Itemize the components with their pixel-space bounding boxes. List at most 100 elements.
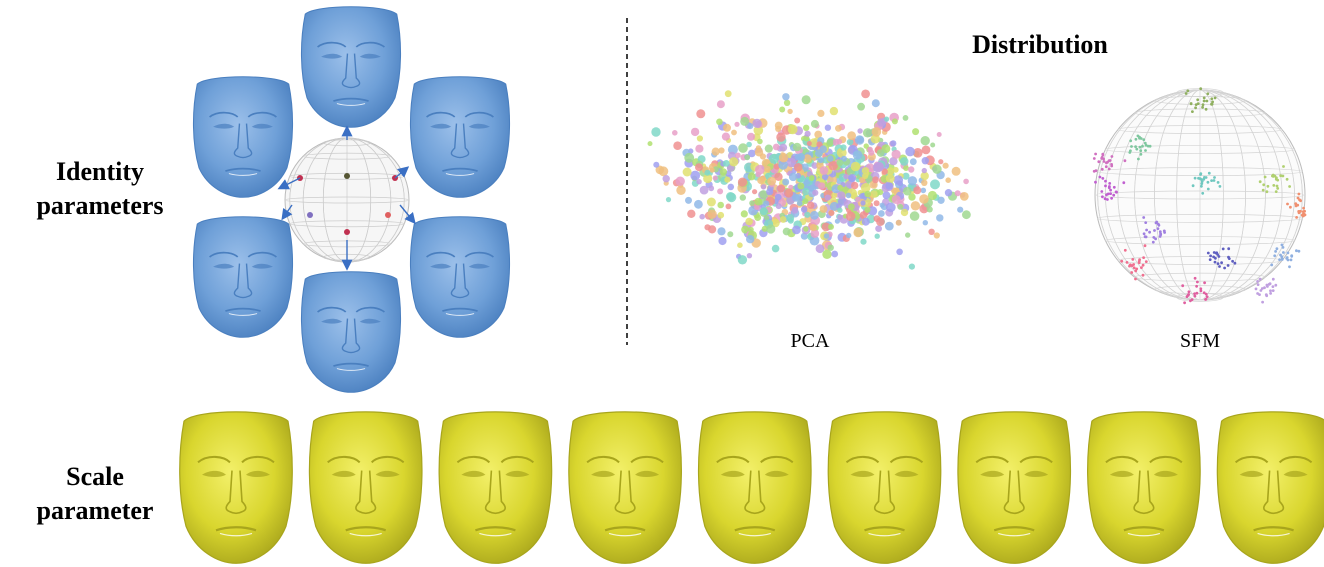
pca-point — [868, 149, 875, 156]
sfm-point — [1104, 179, 1107, 183]
sfm-point — [1156, 227, 1160, 231]
sfm-point — [1276, 187, 1280, 190]
sfm-point — [1227, 247, 1231, 251]
sfm-point — [1271, 285, 1275, 288]
sfm-point — [1102, 160, 1106, 163]
pca-point — [727, 231, 734, 238]
pca-point — [721, 132, 731, 141]
sfm-point — [1154, 221, 1158, 225]
pca-point — [862, 172, 869, 180]
pca-point — [746, 253, 753, 259]
pca-point — [921, 145, 931, 155]
sfm-point — [1200, 178, 1203, 181]
sfm-point — [1143, 235, 1147, 239]
pca-point — [694, 199, 703, 209]
pca-point — [920, 187, 927, 194]
pca-point — [761, 225, 768, 232]
pca-point — [920, 171, 929, 181]
sfm-sphere-icon — [1092, 87, 1307, 305]
sfm-point — [1256, 280, 1259, 283]
sfm-point — [1134, 277, 1137, 281]
pca-point — [724, 176, 731, 183]
pca-point — [954, 190, 961, 197]
pca-point — [829, 201, 839, 211]
pca-point — [796, 200, 803, 206]
pca-point — [837, 184, 844, 191]
pca-point — [703, 173, 713, 184]
pca-point — [778, 153, 789, 163]
pca-point — [859, 211, 868, 220]
sfm-point — [1288, 185, 1291, 188]
sfm-point — [1106, 198, 1109, 201]
pca-point — [717, 227, 726, 236]
pca-point — [821, 222, 831, 232]
sfm-point — [1263, 175, 1267, 179]
pca-point — [754, 204, 760, 210]
sfm-point — [1286, 202, 1289, 206]
pca-point — [711, 147, 720, 156]
pca-point — [787, 108, 793, 115]
direction-arrow-5 — [399, 204, 416, 225]
pca-point — [662, 175, 670, 183]
sfm-point — [1112, 185, 1116, 189]
pca-point — [875, 225, 882, 233]
pca-point — [922, 220, 928, 226]
sfm-point — [1144, 149, 1147, 152]
scale-faces-group — [179, 411, 1324, 564]
sfm-point — [1203, 281, 1206, 285]
scale-face-icon-7 — [957, 411, 1072, 564]
pca-point — [828, 223, 834, 230]
pca-point — [902, 115, 909, 121]
pca-point — [913, 148, 923, 158]
pca-point — [695, 163, 703, 172]
sfm-point — [1110, 196, 1113, 200]
sfm-point — [1108, 159, 1112, 162]
pca-point — [909, 211, 920, 221]
pca-point — [963, 178, 969, 185]
pca-point — [779, 106, 786, 113]
sfm-point — [1209, 254, 1212, 258]
pca-point — [828, 210, 835, 216]
pca-point — [803, 124, 810, 131]
sfm-point — [1200, 182, 1204, 186]
pca-point — [826, 138, 834, 146]
sfm-point — [1105, 161, 1108, 165]
pca-point — [779, 216, 787, 223]
scale-face-icon-8 — [1087, 411, 1201, 564]
sfm-point — [1103, 197, 1107, 201]
sfm-point — [1205, 295, 1209, 299]
pca-point — [729, 157, 739, 167]
pca-point — [685, 196, 692, 204]
sphere-point-6 — [344, 173, 350, 179]
pca-point — [855, 196, 861, 202]
pca-point — [737, 255, 748, 265]
sfm-point — [1210, 179, 1213, 183]
pca-point — [822, 249, 832, 259]
scale-parameter-label: Scale parameter — [5, 460, 185, 528]
pca-point — [847, 131, 856, 141]
sfm-point — [1289, 205, 1292, 209]
sfm-point — [1254, 287, 1258, 291]
pca-point — [804, 211, 811, 218]
pca-point — [752, 118, 762, 128]
sfm-point — [1206, 251, 1210, 255]
pca-point — [815, 244, 825, 254]
sfm-point — [1158, 230, 1162, 234]
pca-point — [829, 106, 839, 116]
sfm-point — [1196, 280, 1199, 284]
sphere-point-5 — [344, 229, 350, 235]
pca-point — [857, 102, 865, 111]
sfm-point — [1193, 276, 1197, 280]
sfm-point — [1281, 174, 1285, 178]
sfm-point — [1204, 107, 1208, 111]
pca-point — [897, 180, 903, 186]
pca-point — [783, 99, 791, 107]
sfm-point — [1206, 92, 1210, 96]
sfm-point — [1204, 298, 1207, 301]
direction-arrow-2 — [277, 177, 301, 190]
sfm-point — [1212, 179, 1216, 182]
pca-point — [752, 189, 758, 195]
sfm-point — [1278, 258, 1281, 262]
sfm-point — [1130, 271, 1134, 274]
pca-point — [771, 218, 780, 228]
